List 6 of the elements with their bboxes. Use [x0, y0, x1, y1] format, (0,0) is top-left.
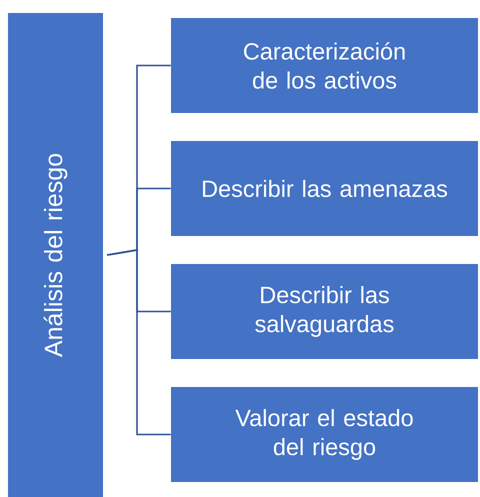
process-box: Describir las amenazas [171, 141, 478, 236]
rotated-label-box: Análisis del riesgo [8, 13, 103, 497]
bracket-connector [107, 249, 171, 436]
process-box: Caracterización de los activos [171, 18, 478, 113]
process-box: Valorar el estado del riesgo [171, 387, 478, 482]
process-box: Describir las salvaguardas [171, 264, 478, 359]
